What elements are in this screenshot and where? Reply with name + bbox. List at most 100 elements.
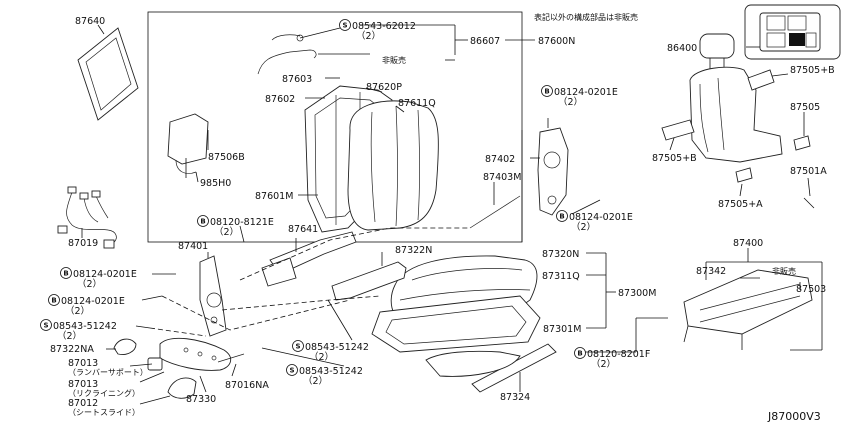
- label-08124-0201E-a: 08124-0201E: [554, 87, 618, 98]
- complete-seat-drawing: [689, 66, 783, 163]
- label-87311Q: 87311Q: [542, 271, 580, 282]
- label-08124-0201E-a-qty: （2）: [558, 96, 583, 108]
- note-text: 表記以外の構成部品は非販売: [534, 12, 638, 22]
- knob-87012-drawing: [167, 377, 197, 399]
- recliner-87401-drawing: [199, 255, 227, 337]
- knob-87322na-drawing: [113, 338, 137, 355]
- label-87505B-a: 87505+B: [790, 65, 835, 76]
- label-87342: 87342: [696, 266, 726, 277]
- label-08120-8201F: 08120-8201F: [587, 349, 650, 360]
- label-87403M: 87403M: [483, 172, 521, 183]
- label-87013-a-desc: （ランバーサポート）: [68, 368, 148, 377]
- label-86400: 86400: [667, 43, 697, 54]
- label-08120-8121E: 08120-8121E: [210, 217, 274, 228]
- label-87320N: 87320N: [542, 249, 579, 260]
- svg-text:B: B: [200, 218, 205, 226]
- dashed-guides: [149, 227, 470, 337]
- panel-87640-drawing: [77, 27, 139, 121]
- label-87400: 87400: [733, 238, 763, 249]
- label-87012-desc: （シートスライド）: [68, 408, 140, 417]
- label-87506B: 87506B: [208, 152, 245, 163]
- label-87402: 87402: [485, 154, 515, 165]
- svg-text:S: S: [289, 367, 294, 375]
- seat-slide-87400-drawing: [683, 269, 813, 350]
- label-87505: 87505: [790, 102, 820, 113]
- label-08124-0201E-c-qty: （2）: [77, 278, 102, 290]
- handle-86607-drawing: [257, 34, 317, 75]
- cap-87505b-a-drawing: [747, 69, 775, 91]
- label-87401: 87401: [178, 241, 208, 252]
- label-08543-51242-a-qty: （2）: [57, 330, 82, 342]
- label-87620P: 87620P: [366, 82, 402, 93]
- label-08543-62012-qty: （2）: [356, 30, 381, 42]
- cap-87505-drawing: [793, 135, 811, 151]
- svg-text:S: S: [342, 22, 347, 30]
- label-08543-51242-b: 08543-51242: [305, 342, 369, 353]
- label-87601M: 87601M: [255, 191, 293, 202]
- label-87301M: 87301M: [543, 324, 581, 335]
- module-87506b-drawing: [167, 113, 209, 183]
- side-cover-87330-drawing: [159, 337, 232, 371]
- label-87603: 87603: [282, 74, 312, 85]
- label-87019: 87019: [68, 238, 98, 249]
- label-985H0: 985H0: [200, 178, 231, 189]
- label-87322NA: 87322NA: [50, 344, 94, 355]
- label-87324: 87324: [500, 392, 530, 403]
- label-08543-51242-c: 08543-51242: [299, 366, 363, 377]
- label-87602: 87602: [265, 94, 295, 105]
- diagram-code: J87000V3: [767, 410, 821, 423]
- label-86607: 86607: [470, 36, 500, 47]
- label-87503: 87503: [796, 284, 826, 295]
- label-08543-51242-a: 08543-51242: [53, 321, 117, 332]
- seat-pan-drawing: [371, 295, 541, 353]
- headrest-86400-drawing: [699, 33, 735, 70]
- label-08120-8201F-qty: （2）: [591, 358, 616, 370]
- bracket-87641-drawing: [261, 231, 357, 287]
- label-87016NA: 87016NA: [225, 380, 269, 391]
- label-08120-8121E-qty: （2）: [214, 226, 239, 238]
- rod-87403m-drawing: [469, 195, 521, 229]
- label-87012: 87012: [68, 398, 98, 409]
- label-08543-51242-b-qty: （2）: [309, 351, 334, 363]
- label-hihanbai-top: 非販売: [382, 55, 406, 65]
- svg-text:S: S: [295, 343, 300, 351]
- cap-87505b-b-drawing: [661, 119, 695, 141]
- svg-text:B: B: [51, 297, 56, 305]
- label-87013-b: 87013: [68, 379, 98, 390]
- label-08124-0201E-b: 08124-0201E: [569, 212, 633, 223]
- label-08124-0201E-d: 08124-0201E: [61, 296, 125, 307]
- label-08543-51242-c-qty: （2）: [303, 375, 328, 387]
- label-87300M: 87300M: [618, 288, 656, 299]
- seatback-cushion-drawing: [347, 100, 439, 231]
- svg-text:B: B: [559, 213, 564, 221]
- svg-text:B: B: [544, 88, 549, 96]
- part-labels: 87640 08543-62012 （2） 86607 87600N 非販売 表…: [50, 12, 835, 423]
- label-87013-a: 87013: [68, 358, 98, 369]
- seat-base-drawing: [425, 350, 521, 377]
- label-87013-b-desc: （リクライニング）: [68, 388, 140, 398]
- leader-lines: [81, 24, 823, 405]
- label-87330: 87330: [186, 394, 216, 405]
- label-87505B-b: 87505+B: [652, 153, 697, 164]
- label-87600N: 87600N: [538, 36, 575, 47]
- label-hihanbai-right: 非販売: [772, 266, 796, 276]
- label-87322N: 87322N: [395, 245, 432, 256]
- harness-87019-drawing: [57, 186, 117, 249]
- trim-87324-drawing: [471, 343, 557, 393]
- label-87505A: 87505+A: [718, 199, 763, 210]
- bracket-87322n-drawing: [331, 261, 407, 301]
- svg-text:B: B: [63, 270, 68, 278]
- label-87640: 87640: [75, 16, 105, 27]
- bolt-87501a-drawing: [803, 197, 815, 209]
- label-08124-0201E-b-qty: （2）: [571, 221, 596, 233]
- recliner-87402-drawing: [537, 127, 569, 216]
- label-08124-0201E-c: 08124-0201E: [73, 269, 137, 280]
- cap-87505a-drawing: [735, 167, 753, 183]
- label-87501A: 87501A: [790, 166, 827, 177]
- label-08124-0201E-d-qty: （2）: [65, 305, 90, 317]
- svg-text:B: B: [577, 350, 582, 358]
- svg-text:S: S: [43, 322, 48, 330]
- circle-markers: S B B B B B S S S B: [40, 19, 586, 376]
